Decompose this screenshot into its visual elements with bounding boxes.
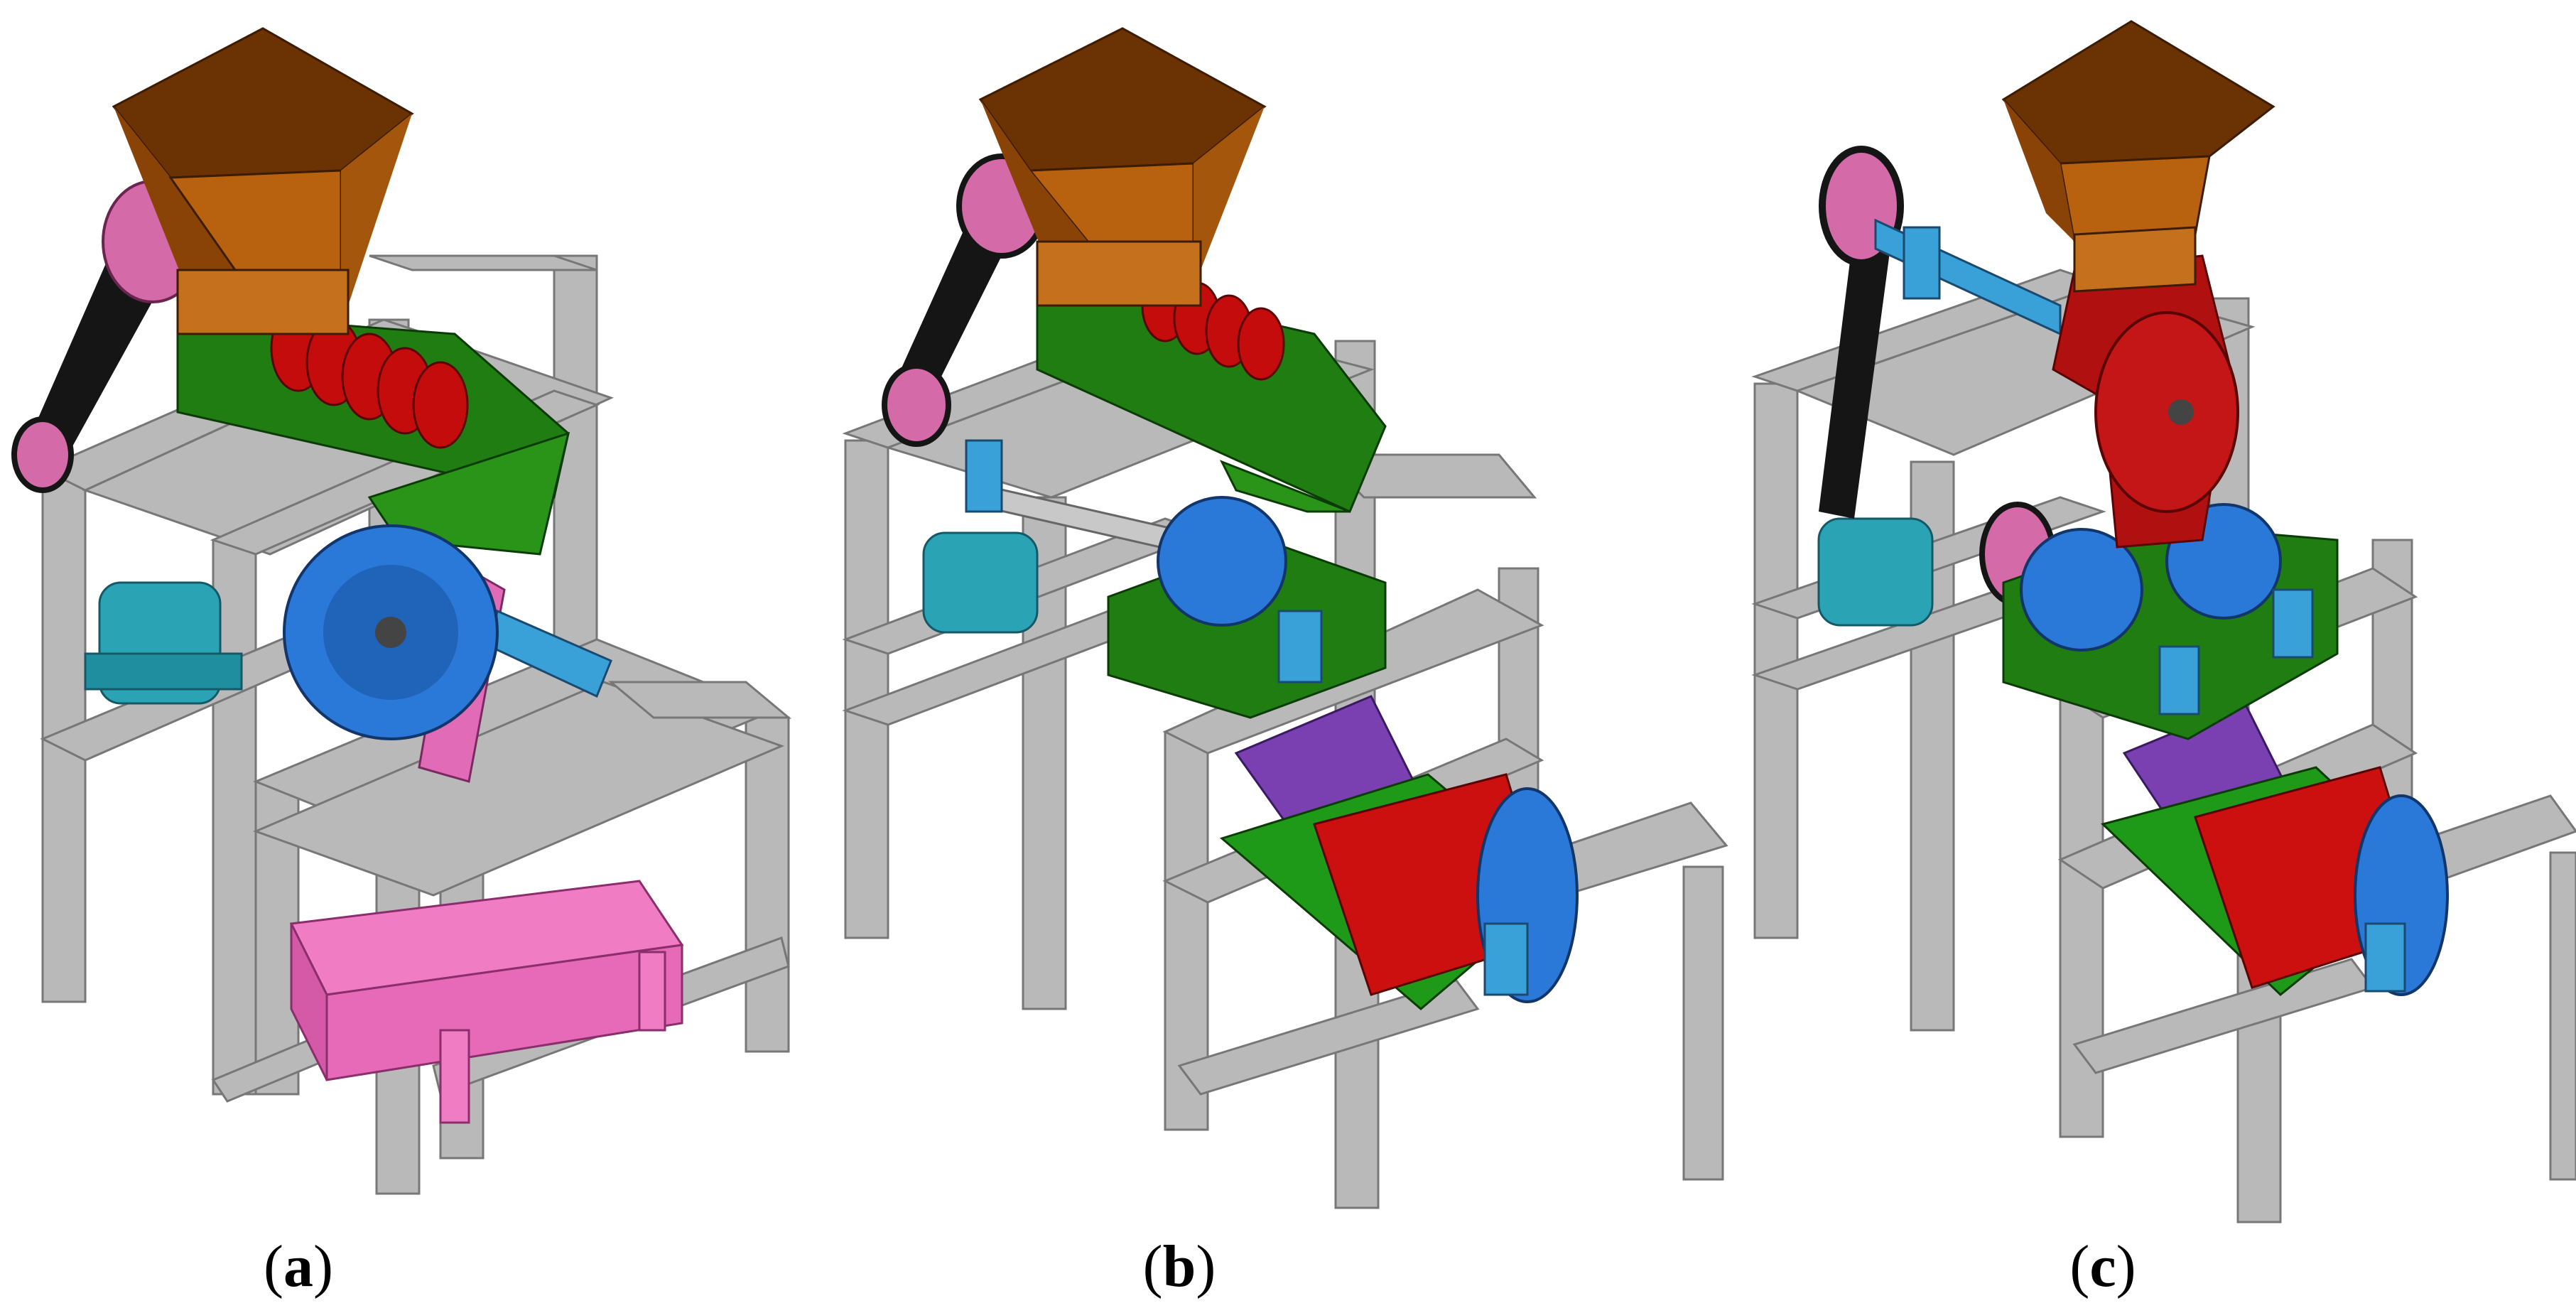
panel-a-hopper [112, 27, 414, 335]
panel-b-gearbox [1107, 496, 1387, 719]
panel-c-hopper [2001, 20, 2275, 293]
panel-a-motor [84, 581, 243, 705]
panel-c-top-shaft [1874, 218, 2062, 336]
panel-c-crusher [2052, 254, 2239, 549]
panel-b-caption-open: ( [1142, 1233, 1163, 1300]
panel-a-caption-letter: a [283, 1233, 313, 1300]
panel-a-caption-open: ( [264, 1233, 283, 1300]
panel-a-sieve [289, 880, 684, 1124]
panel-c-caption: (c) [1961, 1228, 2245, 1306]
panel-c-caption-open: ( [2069, 1233, 2090, 1300]
panel-b-drum-sieve [1219, 773, 1579, 1010]
panel-c-gearbox [2002, 503, 2339, 740]
panel-c-caption-letter: c [2089, 1233, 2116, 1300]
panel-b-trough [1036, 269, 1387, 514]
panel-b-hopper [978, 27, 1267, 307]
panel-c-caption-close: ) [2116, 1233, 2136, 1300]
panel-a-caption: (a) [156, 1228, 440, 1306]
panel-a-gear-mechanism [283, 524, 612, 783]
panel-b-machine [842, 27, 1728, 1209]
panel-c-machine [1751, 20, 2576, 1223]
panel-b-caption-letter: b [1162, 1233, 1196, 1300]
panel-b-motor [922, 531, 1039, 634]
panel-b-caption: (b) [1037, 1228, 1321, 1306]
panel-c-motor [1817, 517, 1934, 627]
panel-b-caption-close: ) [1196, 1233, 1216, 1300]
panel-a-machine [11, 27, 792, 1195]
panel-a-caption-close: ) [313, 1233, 333, 1300]
panel-c-drum-sieve [2101, 766, 2449, 996]
